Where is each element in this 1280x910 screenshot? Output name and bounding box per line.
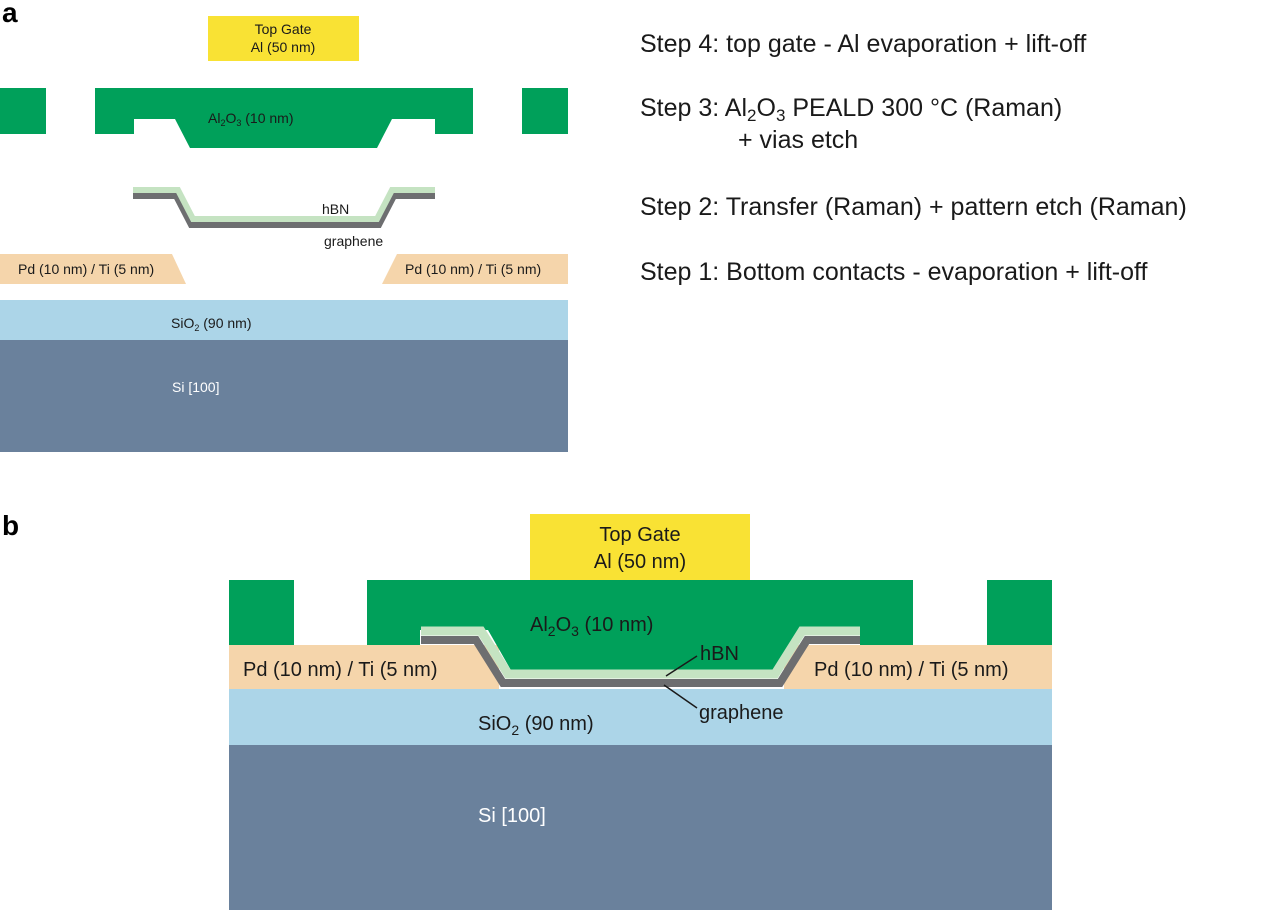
panel-b-graphene-layer [421,636,860,687]
panel-a-al2o3-label: Al2O3 (10 nm) [208,110,294,128]
panel-b-graphene-label: graphene [699,702,784,724]
panel-b-contact-left-layer [229,645,499,689]
panel-b-hbn-label: hBN [700,643,739,665]
panel-a-top-gate-layer [208,16,359,61]
panel-b-contact-right-layer [784,645,1052,689]
panel-a-graphene-label: graphene [324,233,383,249]
panel-a-contact-right-layer [382,254,568,284]
step-1-text: Step 1: Bottom contacts - evaporation + … [640,258,1148,286]
panel-b-contact-right-label: Pd (10 nm) / Ti (5 nm) [814,659,1009,681]
panel-a-sio2-label: SiO2 (90 nm) [171,315,251,333]
panel-b-label: b [2,510,19,541]
panel-b-al2o3-right-block [987,580,1052,645]
panel-a-si-label: Si [100] [172,379,219,395]
panel-b-sio2-layer [229,689,1052,745]
panel-a-contact-left-label: Pd (10 nm) / Ti (5 nm) [18,261,154,277]
panel-a-si-layer [0,340,568,452]
panel-a-al2o3-left-block [0,88,46,134]
panel-a-contact-left-layer [0,254,186,284]
panel-b-si-layer [229,745,1052,910]
panel-a-top-gate-label-line2: Al (50 nm) [251,39,316,55]
panel-a-hbn-label: hBN [322,201,349,217]
panel-b-contact-left-label: Pd (10 nm) / Ti (5 nm) [243,659,438,681]
panel-a-al2o3-center-layer [95,88,473,148]
panel-b-top-gate-layer [530,514,750,580]
panel-b-si-label: Si [100] [478,805,546,827]
step-3-text: Step 3: Al2O3 PEALD 300 °C (Raman) [640,94,1062,125]
step-4-text: Step 4: top gate - Al evaporation + lift… [640,30,1086,58]
panel-b-top-gate-label-line1: Top Gate [599,524,680,546]
panel-b-al2o3-center-layer [367,580,913,672]
panel-a-label: a [2,0,18,28]
panel-b-sio2-label: SiO2 (90 nm) [478,713,594,738]
panel-b-hbn-layer [421,626,860,679]
panel-a-graphene-layer [133,193,435,228]
step-2-text: Step 2: Transfer (Raman) + pattern etch … [640,193,1187,221]
panel-a-top-gate-label-line1: Top Gate [255,21,312,37]
panel-b-al2o3-label: Al2O3 (10 nm) [530,614,653,639]
panel-b-al2o3-left-block [229,580,294,645]
panel-b: b Si [100] SiO2 (90 nm) Top Gate Al (50 … [2,510,1052,910]
panel-b-graphene-leader-line [663,684,698,709]
panel-a-sio2-layer [0,300,568,340]
panel-b-top-gate-label-line2: Al (50 nm) [594,551,686,573]
panel-a-contact-right-label: Pd (10 nm) / Ti (5 nm) [405,261,541,277]
panel-a-hbn-layer [133,187,435,222]
process-steps: Step 4: top gate - Al evaporation + lift… [640,30,1187,286]
step-3-text-line2: + vias etch [738,126,858,154]
panel-a: a Top Gate Al (50 nm) Al2O3 (10 nm) hBN … [0,0,568,452]
panel-b-hbn-leader-line [665,655,698,677]
panel-a-al2o3-right-block [522,88,568,134]
